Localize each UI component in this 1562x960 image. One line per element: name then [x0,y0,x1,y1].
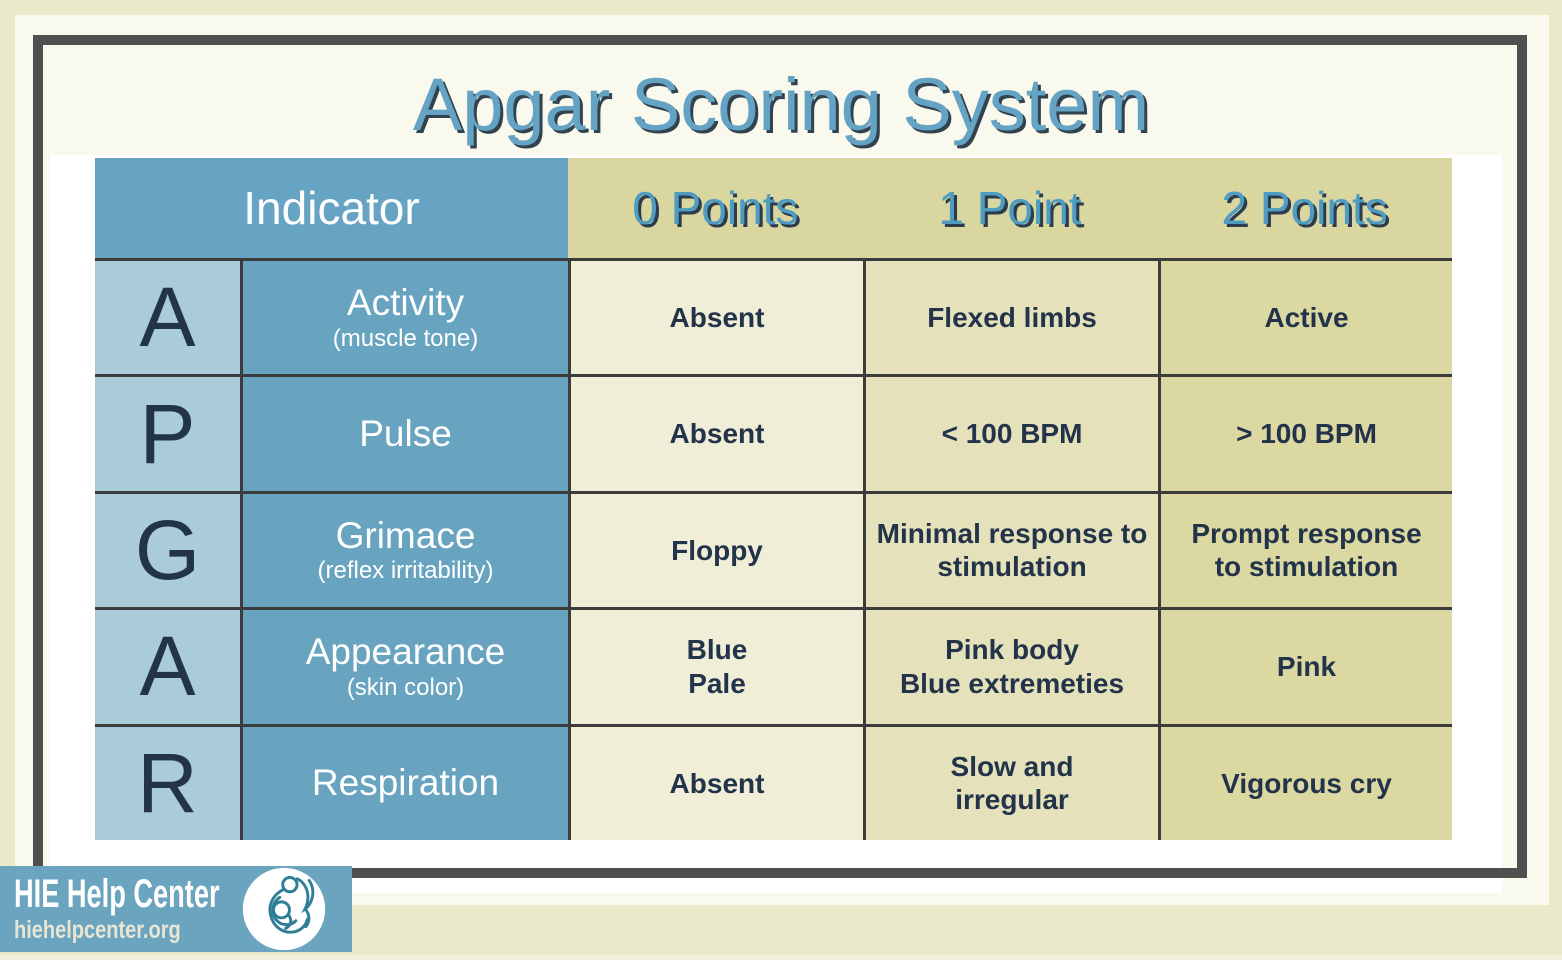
score-cell: Pink [1158,607,1452,724]
website-url: hiehelpcenter.org [14,915,181,944]
score-text: Absent [669,301,765,333]
footer-banner: HIE Help Center hiehelpcenter.org [0,866,352,952]
row-letter: P [95,374,240,491]
indicator-subtitle: (skin color) [346,673,465,701]
score-cell: Vigorous cry [1158,723,1452,840]
indicator-name-label: Activity [346,282,465,324]
row-letter: A [95,607,240,724]
row-indicator-name: Grimace(reflex irritability) [240,490,568,608]
score-text: Active [1264,301,1349,333]
score-text: Vigorous cry [1221,767,1392,799]
indicator-name-label: Respiration [311,762,500,804]
score-text: stimulation [937,551,1087,583]
score-cell: Absent [568,258,863,375]
score-cell: Active [1158,258,1452,375]
mother-and-baby-icon [242,867,326,951]
row-indicator-name: Pulse [240,374,568,491]
indicator-name-label: Appearance [305,631,506,673]
score-text: Absent [669,418,765,450]
score-text: Slow and [950,750,1074,782]
score-text: Blue extremeties [899,667,1125,699]
score-text: Flexed limbs [927,301,1097,333]
indicator-name-label: Pulse [359,412,452,454]
score-text: Blue [686,634,748,666]
row-indicator-name: Appearance(skin color) [240,607,568,724]
indicator-subtitle: (muscle tone) [332,324,479,352]
score-text: Floppy [671,534,763,566]
score-text: Absent [669,767,765,799]
score-cell: Flexed limbs [863,258,1158,375]
page-title: Apgar Scoring System [412,63,1150,146]
points-header-0: 0 Points [632,182,799,234]
score-text: Prompt response [1191,517,1422,549]
score-cell: Floppy [568,490,863,608]
border-frame [33,35,1527,878]
footer-text-block: HIE Help Center hiehelpcenter.org [14,874,242,945]
points-header-2: 2 Points [1221,182,1388,234]
row-letter: R [95,723,240,840]
row-indicator-name: Activity(muscle tone) [240,258,568,375]
points-header-group: 0 Points 1 Point 2 Points [568,158,1452,258]
brand-name: HIE Help Center [14,871,220,916]
row-letter: A [95,258,240,375]
score-text: Pink [1276,651,1337,683]
points-header-1: 1 Point [938,182,1082,234]
row-letter: G [95,490,240,608]
score-cell: Absent [568,723,863,840]
score-text: Pale [688,667,746,699]
score-text: Pink body [945,634,1079,666]
indicator-subtitle: (reflex irritability) [317,557,494,585]
score-text: to stimulation [1214,551,1399,583]
score-cell: > 100 BPM [1158,374,1452,491]
score-text: irregular [955,784,1069,816]
indicator-name-label: Grimace [335,514,476,556]
score-text: Minimal response to [876,517,1148,549]
score-cell: < 100 BPM [863,374,1158,491]
score-cell: Absent [568,374,863,491]
score-text: > 100 BPM [1236,418,1377,450]
bottom-strip [0,955,1562,960]
row-indicator-name: Respiration [240,723,568,840]
score-text: < 100 BPM [941,418,1083,450]
indicator-header: Indicator [95,158,568,258]
